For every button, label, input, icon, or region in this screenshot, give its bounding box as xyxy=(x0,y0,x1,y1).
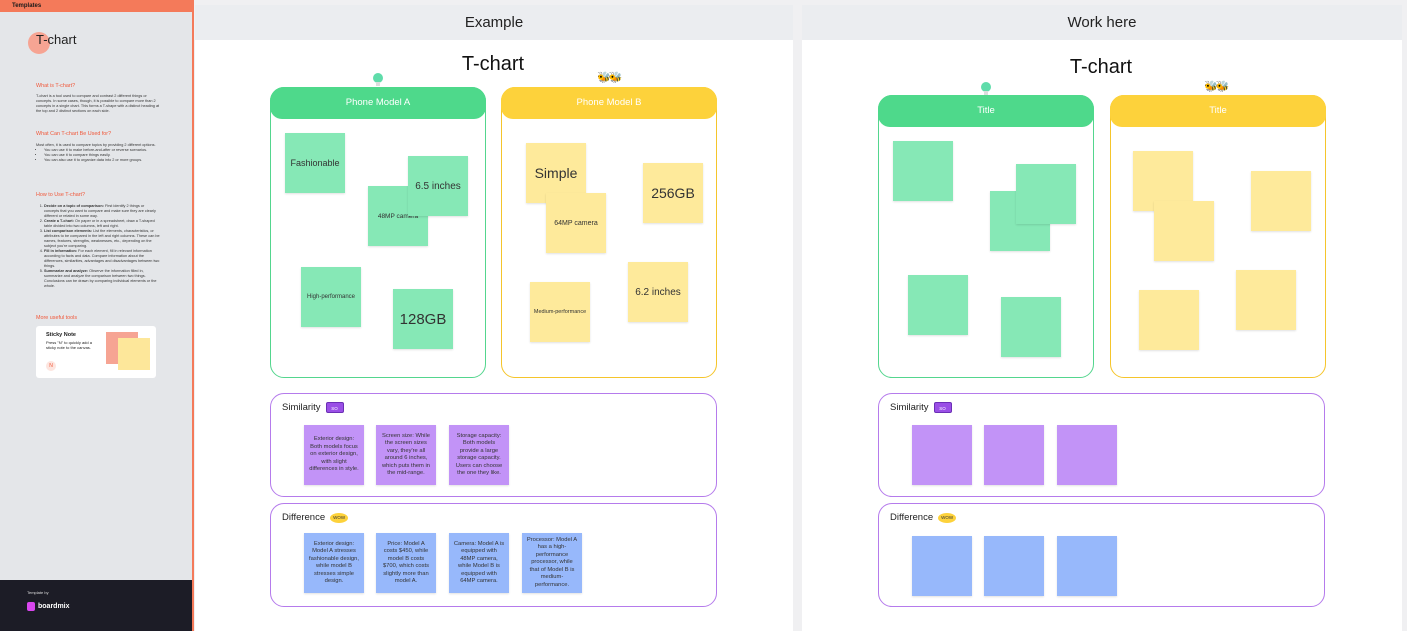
sticky-note[interactable]: Camera: Model A is equipped with 48MP ca… xyxy=(449,533,509,593)
bees-icon: 🐝🐝 xyxy=(1204,81,1229,93)
sticky-note[interactable] xyxy=(984,425,1044,485)
panel-header: Work here xyxy=(802,5,1402,40)
section-heading: What Can T-chart Be Used for? xyxy=(36,131,112,137)
list-item: You can also use it to organize data int… xyxy=(44,158,160,163)
sticky-note[interactable] xyxy=(1057,536,1117,596)
sticky-note[interactable]: Screen size: While the screen sizes vary… xyxy=(376,425,436,485)
list-item: Decide on a topic of comparison: First i… xyxy=(44,204,160,219)
sidebar-header: T-chart xyxy=(28,32,76,54)
sticky-note[interactable]: 256GB xyxy=(643,163,703,223)
title-circle-icon xyxy=(28,32,50,54)
section-heading: How to Use T-chart? xyxy=(36,192,86,198)
section-heading: More useful tools xyxy=(36,315,78,321)
sticky-note[interactable] xyxy=(908,275,968,335)
sticky-note[interactable]: 6.5 inches xyxy=(408,156,468,216)
tool-text: Press "N" to quickly add a sticky note t… xyxy=(46,340,92,350)
list-item: Summarize and analyze: Observe the infor… xyxy=(44,269,160,289)
sidebar-top-label: Templates xyxy=(0,0,192,12)
sticky-note[interactable]: 6.2 inches xyxy=(628,262,688,322)
sidebar-title: T-chart xyxy=(36,32,77,47)
right-column: Title xyxy=(1110,95,1326,378)
sticky-note[interactable] xyxy=(984,536,1044,596)
boardmix-logo-icon xyxy=(27,602,35,611)
list-item: You can use it to compare things easily. xyxy=(44,153,160,158)
sticky-note-preview-icon xyxy=(118,338,150,370)
sticky-note[interactable] xyxy=(1251,171,1311,231)
chart-title: T-chart xyxy=(1069,56,1133,78)
tool-title: Sticky Note xyxy=(46,332,76,338)
chart-title: T-chart xyxy=(461,53,525,75)
footer-template-by: Template by xyxy=(27,590,49,595)
so-what-sticker-icon: SO WHAT xyxy=(933,402,952,420)
list-item: Create a T-chart: On paper or in a sprea… xyxy=(44,219,160,229)
sticky-note[interactable]: High-performance xyxy=(301,267,361,327)
column-header[interactable]: Title xyxy=(1110,95,1326,127)
right-column: Phone Model B Simple 64MP camera 256GB M… xyxy=(501,87,717,378)
so-what-sticker-icon: SO WHAT xyxy=(325,402,344,420)
sidebar-footer: Template by boardmix xyxy=(0,580,192,631)
lightbulb-icon xyxy=(373,73,383,86)
column-header[interactable]: Phone Model B xyxy=(501,87,717,119)
sticky-note[interactable] xyxy=(912,536,972,596)
sticky-note[interactable]: 64MP camera xyxy=(546,193,606,253)
sticky-note[interactable] xyxy=(912,425,972,485)
sticky-note[interactable]: Processor: Model A has a high-performanc… xyxy=(522,533,582,593)
section-steps: Decide on a topic of comparison: First i… xyxy=(36,204,160,289)
list-item: You can use it to make before-and-after … xyxy=(44,148,160,153)
panel-header: Example xyxy=(195,5,793,40)
sticky-note[interactable]: Price: Model A costs $450, while model B… xyxy=(376,533,436,593)
sticky-note[interactable]: Exterior design: Both models focus on ex… xyxy=(304,425,364,485)
example-panel: Example T-chart 🐝🐝 Phone Model A Fashion… xyxy=(195,5,793,631)
shortcut-key-badge: N xyxy=(46,361,56,371)
column-header[interactable]: Phone Model A xyxy=(270,87,486,119)
list-item: Fill in information: For each element, f… xyxy=(44,249,160,269)
wow-sticker-icon: WOW xyxy=(330,512,349,523)
bees-icon: 🐝🐝 xyxy=(597,72,622,84)
sticky-note[interactable]: Fashionable xyxy=(285,133,345,193)
sticky-note-tool-card[interactable]: Sticky Note Press "N" to quickly add a s… xyxy=(36,326,156,378)
sticky-note[interactable]: Exterior design: Model A stresses fashio… xyxy=(304,533,364,593)
sticky-note[interactable] xyxy=(1154,201,1214,261)
list-item: List comparison elements: List the eleme… xyxy=(44,229,160,249)
sticky-note[interactable] xyxy=(1016,164,1076,224)
sticky-note[interactable] xyxy=(893,141,953,201)
template-sidebar: Templates T-chart What is T-chart? T-cha… xyxy=(0,0,194,631)
section-intro: Most often, it is used to compare topics… xyxy=(36,143,156,147)
left-column: Title xyxy=(878,95,1094,378)
boardmix-logo[interactable]: boardmix xyxy=(27,602,70,611)
column-header[interactable]: Title xyxy=(878,95,1094,127)
section-text: T-chart is a tool used to compare and co… xyxy=(36,94,160,113)
work-panel: Work here T-chart 🐝🐝 Title Title Similar… xyxy=(802,5,1402,631)
section-text: Most often, it is used to compare topics… xyxy=(36,143,160,163)
sticky-note[interactable] xyxy=(1236,270,1296,330)
wow-sticker-icon: WOW xyxy=(938,512,957,523)
lightbulb-icon xyxy=(981,82,991,95)
sticky-note[interactable]: Storage capacity: Both models provide a … xyxy=(449,425,509,485)
sticky-note[interactable] xyxy=(1001,297,1061,357)
section-heading: What is T-chart? xyxy=(36,83,76,89)
sticky-note[interactable] xyxy=(1057,425,1117,485)
sticky-note[interactable]: 128GB xyxy=(393,289,453,349)
left-column: Phone Model A Fashionable 48MP camera 6.… xyxy=(270,87,486,378)
sticky-note[interactable] xyxy=(1139,290,1199,350)
sticky-note[interactable]: Medium-performance xyxy=(530,282,590,342)
